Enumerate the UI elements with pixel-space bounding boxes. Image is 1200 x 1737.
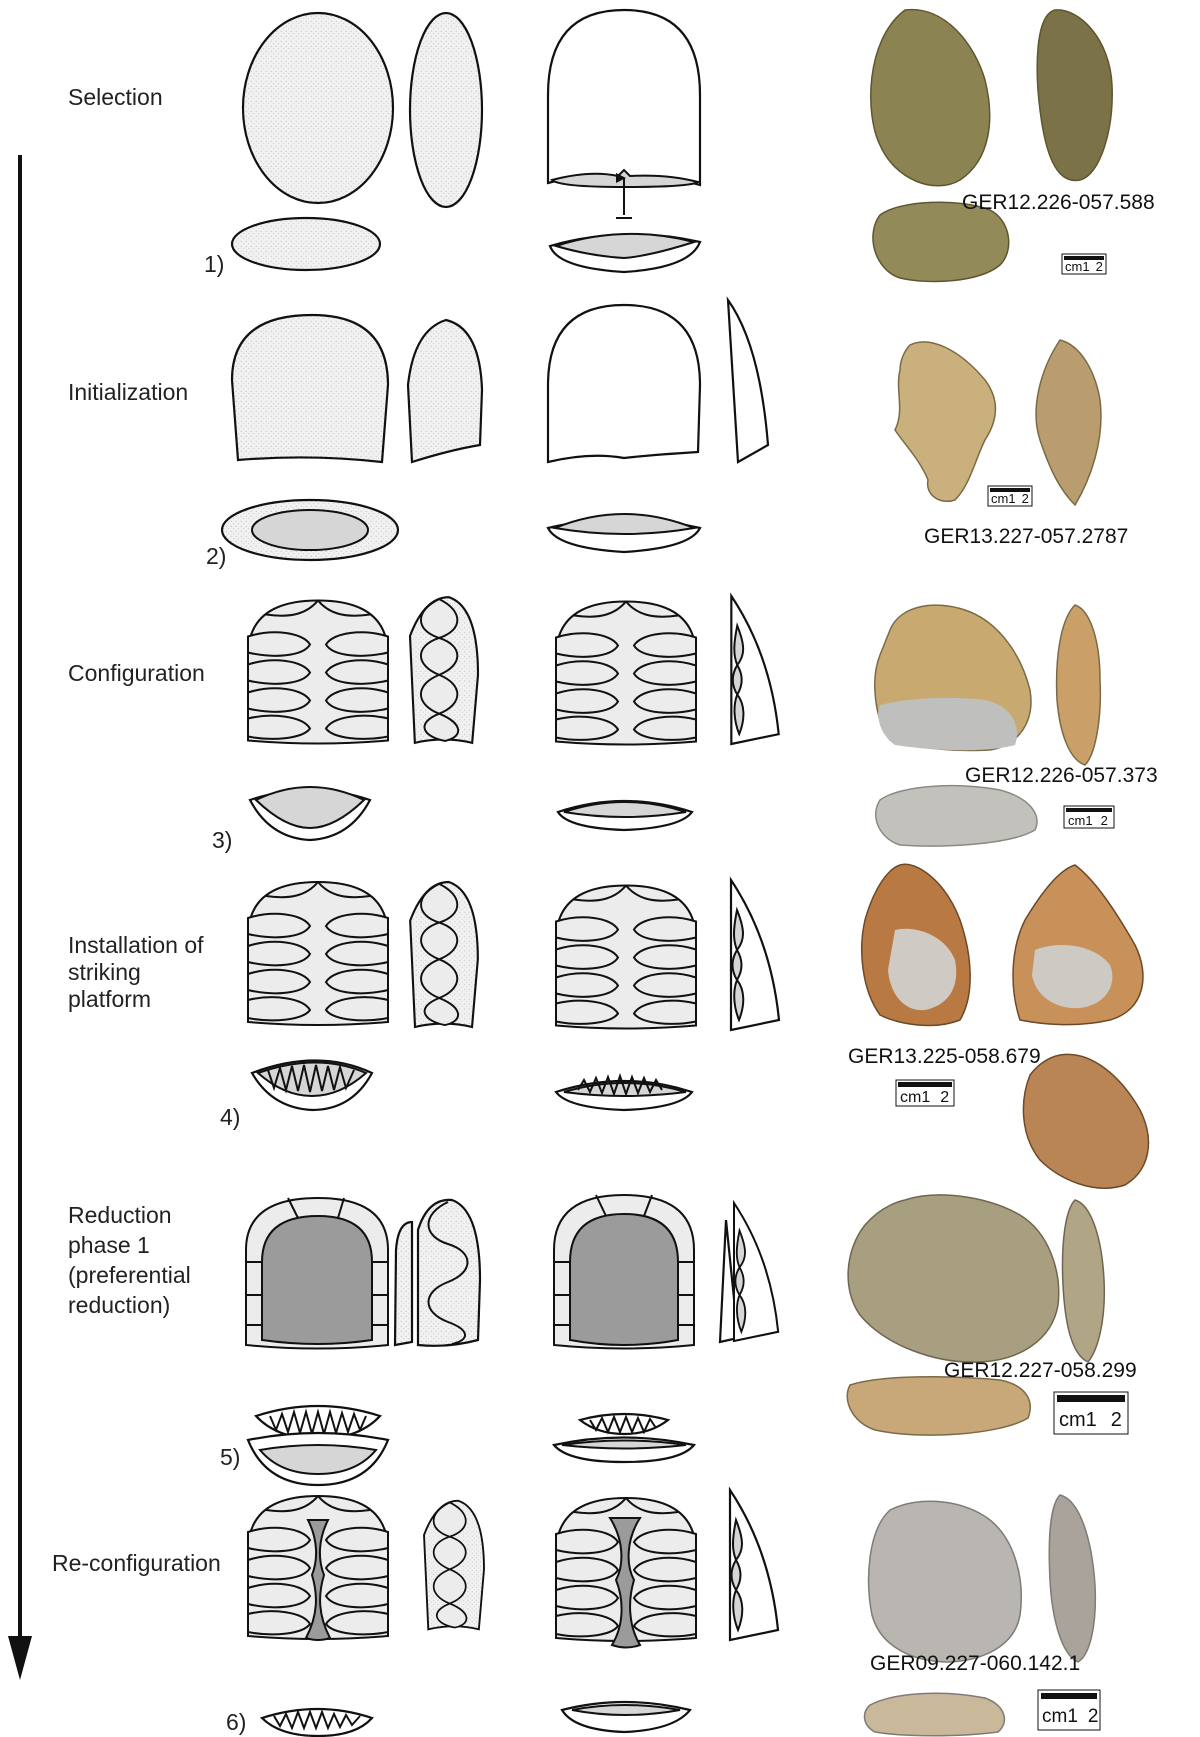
reduction-outline-profile <box>734 1203 778 1341</box>
stage-numbers: 1) 2) 3) 4) 5) 6) <box>204 251 246 1735</box>
artifact-photo-5b <box>1063 1200 1105 1362</box>
init-outline-face <box>548 305 700 462</box>
stage-label-selection: Selection <box>68 84 163 110</box>
artifact-photo-6b <box>1049 1495 1095 1662</box>
config-face-drawing <box>248 601 388 744</box>
install-outline-profile <box>731 880 779 1030</box>
artifact-id-6: GER09.227-060.142.1 <box>870 1652 1080 1675</box>
stage-6-drawings <box>248 1490 778 1736</box>
config-side-drawing <box>410 597 478 743</box>
stage-number-5: 5) <box>220 1444 240 1470</box>
stage-5-drawings <box>246 1195 778 1485</box>
artifact-photo-3c <box>876 786 1037 846</box>
timeline-arrow <box>8 155 32 1680</box>
stage-number-3: 3) <box>212 827 232 853</box>
init-section-inner <box>252 510 368 550</box>
artifact-photo-1b <box>1037 10 1112 181</box>
artifact-id-2: GER13.227-057.2787 <box>924 525 1128 548</box>
reduction-side-flake <box>395 1222 412 1345</box>
artifact-id-5: GER12.227-058.299 <box>944 1359 1137 1382</box>
install-side-drawing <box>410 882 478 1027</box>
artifact-id-1: GER12.226-057.588 <box>962 191 1155 214</box>
artifact-photo-5c <box>847 1377 1030 1435</box>
stage-number-2: 2) <box>206 543 226 569</box>
artifact-photo-2a <box>895 342 996 501</box>
artifact-photo-4c <box>1023 1054 1148 1188</box>
install-outline-face <box>556 886 696 1029</box>
reconfig-outline-profile <box>730 1490 778 1640</box>
stage-labels: Selection Initialization Configuration I… <box>52 84 221 1576</box>
stage-number-1: 1) <box>204 251 224 277</box>
init-face-drawing <box>232 315 388 462</box>
stage-number-4: 4) <box>220 1104 240 1130</box>
stage-label-configuration: Configuration <box>68 660 205 686</box>
reduction-side-drawing <box>418 1200 480 1346</box>
reconfig-side-drawing <box>424 1501 484 1630</box>
init-side-drawing <box>408 320 482 462</box>
config-outline-profile <box>731 596 778 744</box>
config-outline-face <box>556 602 696 745</box>
stage-2-drawings <box>222 300 768 560</box>
stage-4-drawings <box>248 880 779 1110</box>
nodule-face-drawing <box>243 13 393 203</box>
artifact-id-3: GER12.226-057.373 <box>965 764 1158 787</box>
artifact-photo-2b <box>1036 340 1101 505</box>
stage-3-drawings <box>248 596 779 840</box>
nodule-section-drawing <box>232 218 380 270</box>
outline-face-drawing <box>548 10 700 185</box>
artifact-id-4: GER13.225-058.679 <box>848 1045 1041 1068</box>
nodule-side-drawing <box>410 13 482 207</box>
artifact-photo-6c <box>865 1693 1005 1735</box>
artifact-photo-1c <box>873 202 1009 281</box>
artifact-photo-1a <box>871 10 990 186</box>
artifact-photo-5a <box>848 1195 1059 1362</box>
install-face-drawing <box>248 882 388 1025</box>
stage-number-6: 6) <box>226 1709 246 1735</box>
stage-1-drawings <box>232 10 700 272</box>
artifact-photo-6a <box>869 1501 1022 1662</box>
stage-label-reconfiguration: Re-configuration <box>52 1550 221 1576</box>
artifact-photo-3b <box>1057 605 1101 765</box>
init-outline-profile <box>728 300 768 462</box>
stage-label-initialization: Initialization <box>68 379 188 405</box>
